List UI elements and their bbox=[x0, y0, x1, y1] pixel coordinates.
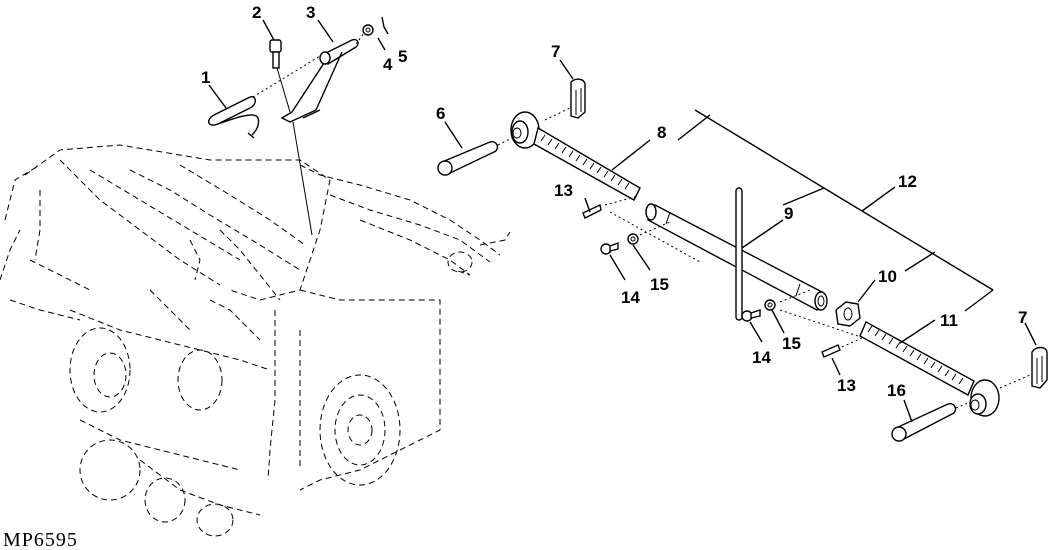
callout-11: 11 bbox=[940, 311, 958, 330]
callout-15-right: 15 bbox=[782, 334, 801, 353]
callout-8: 8 bbox=[657, 123, 666, 142]
callout-9: 9 bbox=[784, 204, 793, 223]
callout-7-lower: 7 bbox=[1018, 308, 1027, 327]
callout-5: 5 bbox=[398, 47, 407, 66]
callout-13-lower: 13 bbox=[837, 376, 856, 395]
callout-13-upper: 13 bbox=[554, 181, 573, 200]
part-4-washer bbox=[362, 24, 374, 36]
callout-6: 6 bbox=[436, 104, 445, 123]
part-14-screw-left bbox=[600, 241, 619, 255]
callout-2: 2 bbox=[252, 3, 261, 22]
part-1-u-clip bbox=[207, 96, 260, 139]
part-13-spring-pin-lower bbox=[821, 344, 841, 358]
figure-id-label: MP6595 bbox=[3, 529, 78, 550]
callout-4: 4 bbox=[383, 55, 393, 74]
part-15-nut-right bbox=[764, 299, 776, 311]
part-3-bracket bbox=[280, 38, 359, 123]
part-7-lock-pin-lower bbox=[1031, 346, 1048, 389]
part-15-nut-left bbox=[627, 233, 639, 245]
part-5-cotter-pin bbox=[381, 16, 389, 35]
leader-lines bbox=[208, 19, 1037, 423]
part-7-lock-pin-upper bbox=[570, 78, 586, 119]
callout-16: 16 bbox=[887, 381, 906, 400]
callout-14-left: 14 bbox=[621, 288, 640, 307]
callout-14-right: 14 bbox=[752, 348, 771, 367]
callout-10: 10 bbox=[878, 267, 897, 286]
part-11-rod-end-lower bbox=[859, 321, 1000, 417]
part-14-screw-right bbox=[741, 309, 761, 322]
callout-1: 1 bbox=[201, 68, 210, 87]
part-16-pin-lower bbox=[891, 403, 957, 442]
part-13-spring-pin-upper bbox=[582, 203, 602, 219]
part-8-rod-end-upper bbox=[510, 111, 641, 201]
handle-rod bbox=[735, 187, 743, 321]
part-10-jam-nut bbox=[835, 301, 861, 327]
part-2-cap-screw bbox=[269, 39, 282, 69]
callout-3: 3 bbox=[306, 3, 315, 22]
callout-15-left: 15 bbox=[650, 275, 669, 294]
transmission-housing bbox=[0, 144, 511, 537]
callout-12: 12 bbox=[898, 172, 917, 191]
callout-7-upper: 7 bbox=[551, 42, 560, 61]
part-6-pin bbox=[437, 141, 499, 176]
